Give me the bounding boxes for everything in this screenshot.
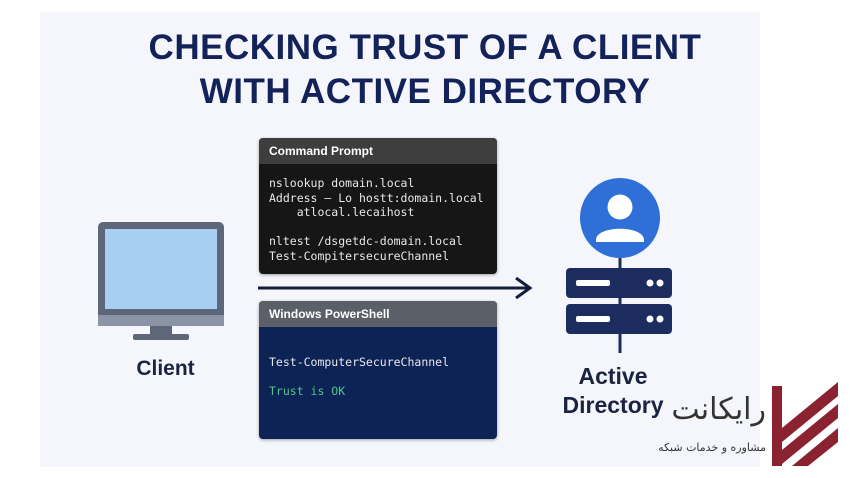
- cmd-line: nltest /dsgetdc-domain.local: [269, 234, 463, 248]
- brand-logo-icon: [772, 382, 838, 466]
- ps-line: Test-ComputerSecureChannel: [269, 355, 450, 369]
- powershell-window[interactable]: Windows PowerShell Test-ComputerSecureCh…: [259, 301, 497, 439]
- brand-subtitle: مشاوره و خدمات شبکه: [658, 441, 766, 454]
- server-user-icon: [566, 178, 672, 353]
- cmd-line: Address – Lo hostt:domain.local: [269, 190, 484, 205]
- powershell-output: Test-ComputerSecureChannel Trust is OK: [259, 327, 497, 411]
- title-line-1: CHECKING TRUST OF A CLIENT: [148, 28, 702, 67]
- brand-name: رایکانت: [671, 392, 766, 427]
- ad-label-line-1: Active: [578, 363, 648, 389]
- desktop-monitor-icon: [98, 222, 224, 340]
- trust-ok-line: Trust is OK: [269, 384, 346, 398]
- cmd-line: Test-CompitersecureChannel: [269, 248, 450, 263]
- client-label: Client: [136, 357, 195, 380]
- command-prompt-output: nslookup domain.local Address – Lo hostt…: [259, 164, 497, 274]
- command-prompt-window[interactable]: Command Prompt nslookup domain.local Add…: [259, 138, 497, 274]
- active-directory-label: Active Directory: [548, 362, 678, 420]
- cmd-line: [269, 220, 487, 235]
- cmd-line: atlocal.lecaihost: [269, 205, 415, 219]
- ps-line: [269, 370, 487, 385]
- page-title: CHECKING TRUST OF A CLIENT WITH ACTIVE D…: [0, 26, 850, 114]
- arrow-right-icon: [258, 276, 533, 300]
- cmd-line: nslookup domain.local: [269, 176, 415, 190]
- command-prompt-title: Command Prompt: [259, 138, 497, 164]
- ad-label-line-2: Directory: [562, 392, 664, 418]
- title-line-2: WITH ACTIVE DIRECTORY: [199, 72, 651, 111]
- powershell-title: Windows PowerShell: [259, 301, 497, 327]
